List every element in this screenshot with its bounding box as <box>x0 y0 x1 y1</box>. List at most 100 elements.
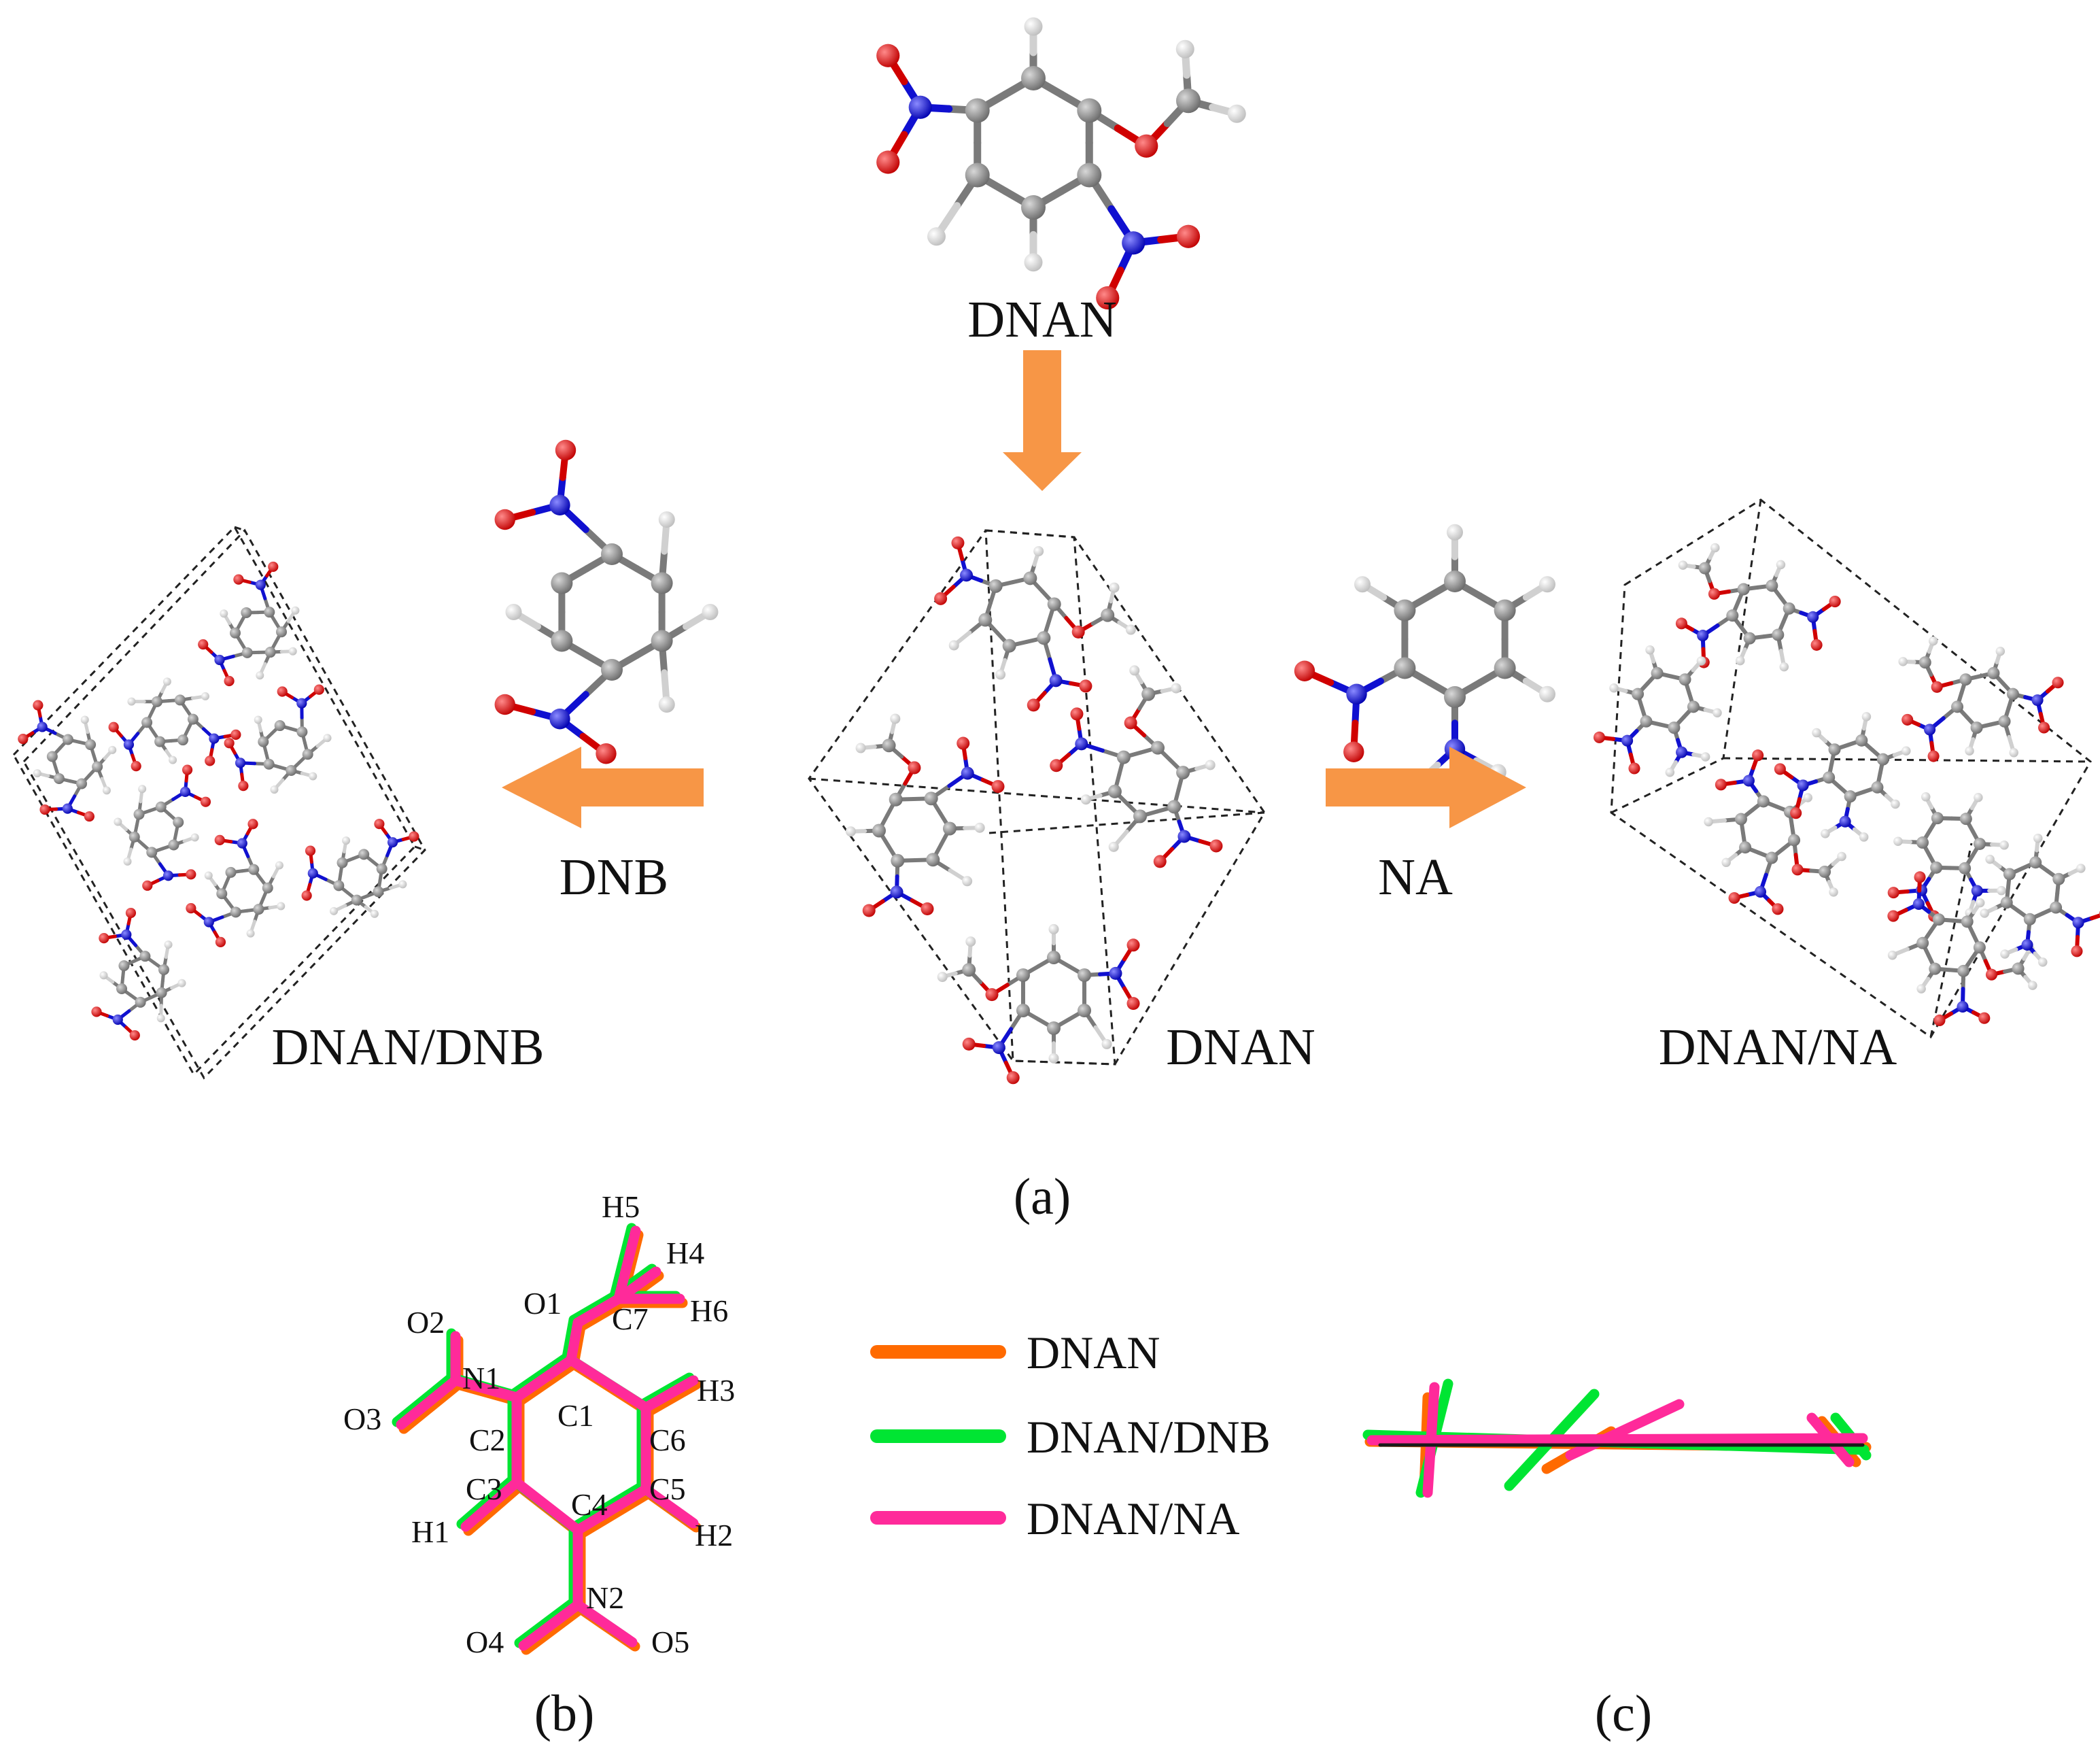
overlay-bond <box>511 1355 576 1403</box>
oxygen-atom <box>215 936 226 948</box>
carbon-atom <box>1739 841 1752 854</box>
atom-label-h1: H1 <box>411 1514 449 1549</box>
carbon-atom <box>187 713 199 725</box>
carbon-atom <box>1783 602 1795 615</box>
oxygen-atom <box>985 988 999 1002</box>
carbon-atom <box>2003 868 2016 881</box>
carbon-atom <box>173 817 184 828</box>
carbon-atom <box>962 963 976 977</box>
hydrogen-atom <box>890 713 901 724</box>
carbon-atom <box>351 894 362 906</box>
oxygen-atom <box>1126 997 1140 1011</box>
hydrogen-atom <box>1710 543 1720 553</box>
hydrogen-atom <box>33 769 41 778</box>
overlay-bond <box>396 1375 461 1430</box>
oxygen-atom <box>409 831 419 842</box>
hydrogen-atom <box>2033 833 2043 843</box>
hydrogen-atom <box>658 696 675 713</box>
hydrogen-atom <box>1645 645 1655 655</box>
nitrogen-atom <box>1075 737 1088 751</box>
carbon-atom <box>1167 800 1182 814</box>
overlay-bond <box>518 1599 583 1651</box>
carbon-atom <box>1023 571 1037 585</box>
nitrogen-atom <box>237 838 247 849</box>
nitrogen-atom <box>1346 683 1367 704</box>
oxygen-atom <box>920 902 934 915</box>
nitrogen-atom <box>1839 815 1851 828</box>
carbon-atom <box>926 853 940 867</box>
oxygen-atom <box>186 869 196 880</box>
oxygen-atom <box>224 675 235 687</box>
hydrogen-atom <box>1721 857 1731 868</box>
carbon-atom <box>1855 734 1868 747</box>
carbon-atom <box>1394 599 1416 622</box>
oxygen-atom <box>301 890 312 901</box>
nitrogen-atom <box>255 579 266 590</box>
oxygen-atom <box>1096 286 1120 310</box>
dnan-molecule <box>876 17 1246 310</box>
dnan-top-label: DNAN <box>967 291 1117 348</box>
oxygen-atom <box>494 694 515 715</box>
hydrogen-atom <box>2009 748 2018 758</box>
legend-label-dnan: DNAN <box>1027 1327 1160 1378</box>
carbon-atom <box>882 738 896 753</box>
hydrogen-atom <box>1837 851 1846 862</box>
oxygen-atom <box>908 761 921 775</box>
carbon-atom <box>1668 721 1681 734</box>
oxygen-atom <box>1933 1014 1946 1027</box>
carbon-atom <box>889 792 903 806</box>
hydrogen-atom <box>398 880 407 889</box>
hydrogen-atom <box>1893 836 1903 846</box>
hydrogen-atom <box>1048 923 1059 934</box>
oxygen-atom <box>205 755 216 766</box>
oxygen-atom <box>200 796 211 807</box>
oxygen-atom <box>1006 1071 1020 1085</box>
oxygen-atom <box>962 1037 976 1051</box>
oxygen-atom <box>862 904 876 917</box>
legend-label-dnan-dnb: DNAN/DNB <box>1027 1411 1271 1463</box>
oxygen-atom <box>1294 660 1315 681</box>
carbon-atom <box>1737 583 1750 596</box>
atom-label-c7: C7 <box>612 1302 649 1336</box>
carbon-atom <box>1687 700 1700 713</box>
hydrogen-atom <box>342 836 351 845</box>
carbon-atom <box>2000 896 2013 909</box>
carbon-atom <box>1047 951 1061 964</box>
hydrogen-atom <box>1974 793 1983 802</box>
hydrogen-atom <box>1985 854 1995 864</box>
oxygen-atom <box>33 700 44 711</box>
atom-label-h3: H3 <box>697 1373 735 1408</box>
hydrogen-atom <box>370 909 379 918</box>
hydrogen-atom <box>1776 560 1786 570</box>
hydrogen-atom <box>974 822 985 833</box>
carbon-atom <box>139 951 151 962</box>
hydrogen-atom <box>127 697 136 706</box>
oxygen-atom <box>1887 887 1899 899</box>
left-arrow <box>502 747 704 828</box>
oxygen-atom <box>1126 938 1140 952</box>
overlay-bond <box>450 1375 522 1403</box>
carbon-atom <box>1932 913 1945 926</box>
hydrogen-atom <box>270 785 279 794</box>
hydrogen-atom <box>965 936 976 947</box>
overlay-bond <box>566 1355 651 1413</box>
oxygen-atom <box>1901 713 1914 726</box>
carbon-atom <box>924 792 938 806</box>
oxygen-atom <box>2071 945 2083 957</box>
hydrogen-atom <box>1024 17 1043 36</box>
hydrogen-atom <box>1901 746 1911 755</box>
oxygen-atom <box>1153 855 1167 868</box>
carbon-atom <box>1640 715 1653 728</box>
carbon-atom <box>1133 809 1147 823</box>
oxygen-atom <box>1343 741 1364 762</box>
atom-label-o4: O4 <box>466 1625 504 1659</box>
hydrogen-atom <box>220 609 228 618</box>
oxygen-atom <box>125 907 137 919</box>
carbon-atom <box>262 882 273 894</box>
hydrogen-atom <box>2076 864 2086 873</box>
nitrogen-atom <box>890 885 903 899</box>
hydrogen-atom <box>1205 760 1216 770</box>
nitrogen-atom <box>214 654 225 666</box>
hydrogen-atom <box>1125 624 1136 635</box>
oxygen-atom <box>305 845 316 856</box>
